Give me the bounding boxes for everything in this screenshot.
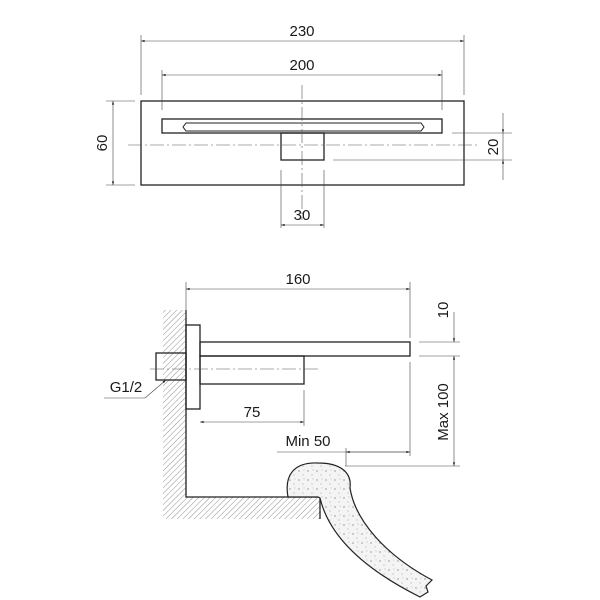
dim-min-50: Min 50 <box>285 433 330 450</box>
flange-plate <box>185 324 201 410</box>
dim-60: 60 <box>94 135 111 152</box>
dim-200: 200 <box>289 57 314 74</box>
spout-blade <box>199 341 411 357</box>
wall-hatch <box>163 310 320 519</box>
body-outline <box>140 100 465 186</box>
spout-body <box>199 355 305 385</box>
dim-20: 20 <box>485 139 502 156</box>
dim-30: 30 <box>294 207 311 224</box>
dim-max-100: Max 100 <box>435 383 452 441</box>
thread-label: G1/2 <box>110 379 143 396</box>
slot-inner <box>182 122 425 132</box>
side-view: 160 10 Max 100 75 Min 50 G1/2 <box>104 271 460 598</box>
thread-inlet <box>155 352 187 381</box>
dim-230: 230 <box>289 23 314 40</box>
inlet-rect <box>280 132 325 161</box>
dim-10: 10 <box>435 302 452 319</box>
dim-160: 160 <box>285 271 310 288</box>
water-stream <box>286 462 433 598</box>
dim-75: 75 <box>244 404 261 421</box>
top-view: 230 200 60 20 30 <box>94 23 512 228</box>
